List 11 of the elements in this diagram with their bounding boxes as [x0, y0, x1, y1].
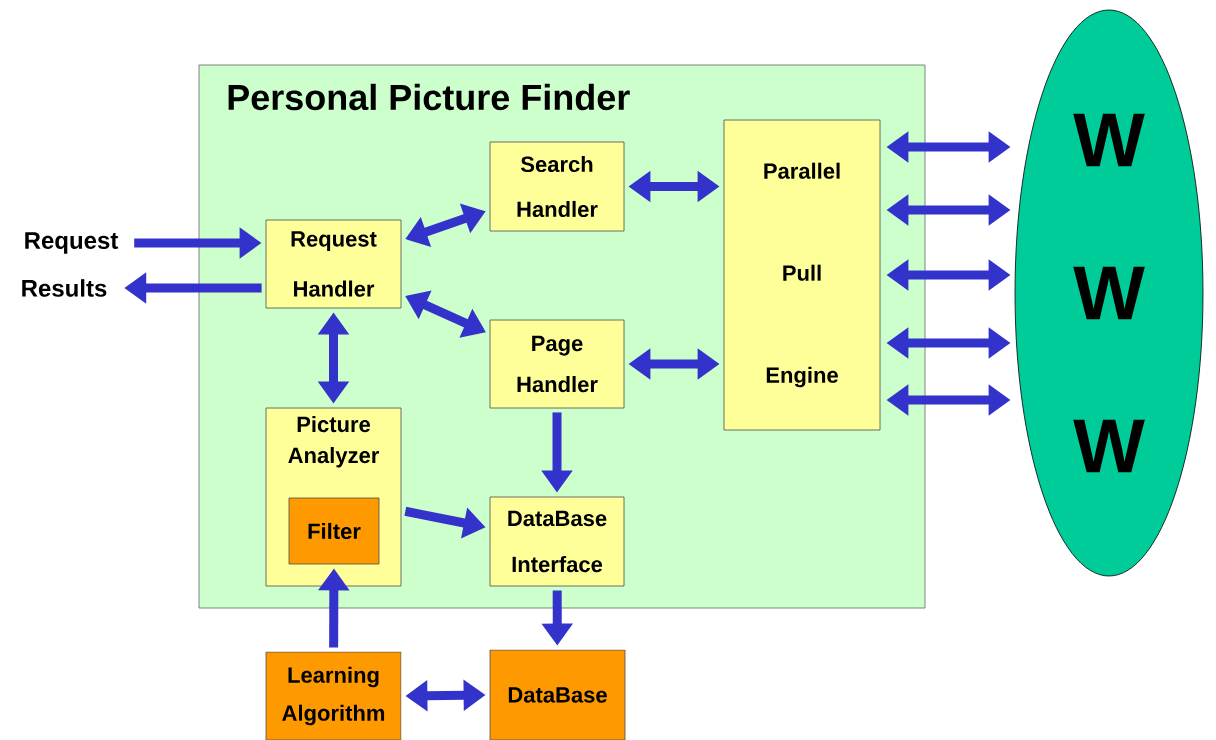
process-box: Request Handler	[265, 219, 402, 309]
process-box: Filter	[288, 497, 380, 565]
label-text: Request	[25, 232, 119, 254]
process-box: Page Handler	[489, 319, 625, 409]
title: Personal Picture Finder	[228, 83, 630, 111]
process-box: DataBase Interface	[489, 496, 625, 587]
process-box: Parallel Pull Engine	[723, 119, 881, 431]
label-text: Results	[22, 279, 107, 297]
process-box: Learning Algorithm	[265, 651, 402, 740]
process-box: DataBase	[489, 649, 626, 740]
process-box: Search Handler	[489, 141, 625, 232]
